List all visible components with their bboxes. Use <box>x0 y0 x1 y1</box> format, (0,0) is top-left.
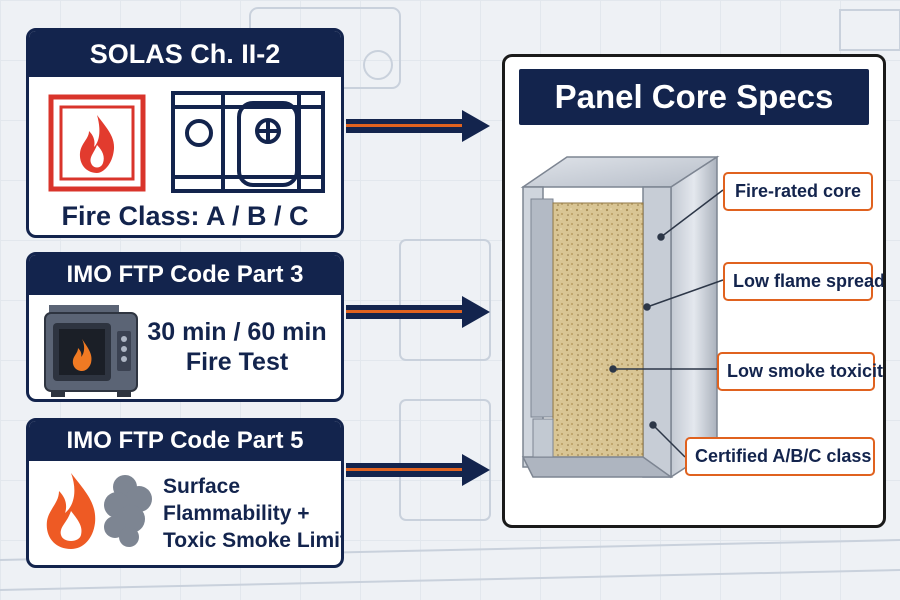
fire-test-text: 30 min / 60 min Fire Test <box>137 317 337 377</box>
arrow-2 <box>346 296 490 328</box>
flame-icon <box>46 473 96 549</box>
surface-flammability-text: Surface Flammability + Toxic Smoke Limit… <box>163 473 344 554</box>
panel-cross-section <box>520 155 724 479</box>
flammability-line: Flammability + <box>163 502 310 525</box>
specs-title: Panel Core Specs <box>519 69 869 125</box>
fire-sign-icon <box>48 94 146 192</box>
fire-test-label: Fire Test <box>185 348 289 376</box>
callout-fire-rated-core: Fire-rated core <box>723 172 873 211</box>
surface-line: Surface <box>163 475 241 498</box>
callout-low-flame-spread: Low flame spread <box>723 262 883 301</box>
ftp-part3-card: IMO FTP Code Part 3 30 min / 60 min Fire… <box>26 252 344 402</box>
panel-core-specs: Panel Core Specs <box>502 54 886 528</box>
callout-low-smoke-toxicity: Low smoke toxicity <box>717 352 883 391</box>
ftp-part3-title: IMO FTP Code Part 3 <box>29 255 341 295</box>
fire-class-text: Fire Class: A / B / C <box>61 201 309 231</box>
ftp-part5-title: IMO FTP Code Part 5 <box>29 421 341 461</box>
furnace-icon <box>44 305 138 397</box>
arrow-1 <box>346 110 490 142</box>
solas-card-title: SOLAS Ch. II-2 <box>29 31 341 77</box>
bulkhead-door-icon <box>171 91 325 193</box>
ftp-part5-card: IMO FTP Code Part 5 Surface Flammability… <box>26 418 344 568</box>
arrow-3 <box>346 454 490 486</box>
solas-card: SOLAS Ch. II-2 Fire Class: A / B / C <box>26 28 344 238</box>
toxic-smoke-line: Toxic Smoke Limits <box>163 529 344 552</box>
smoke-icon <box>104 475 152 547</box>
fire-test-duration: 30 min / 60 min <box>147 318 327 346</box>
callout-certified-class: Certified A/B/C class <box>685 437 875 476</box>
